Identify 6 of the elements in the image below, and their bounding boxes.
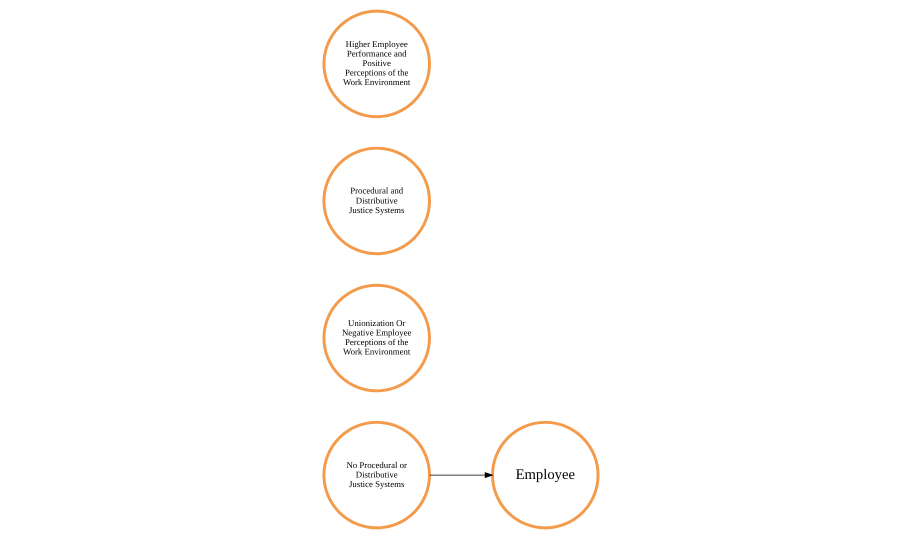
arrow bbox=[428, 472, 494, 478]
node-circle: Employee bbox=[490, 420, 600, 530]
node-circle: Procedural and Distributive Justice Systems bbox=[322, 146, 430, 256]
node-circle: Higher Employee Performance and Positive Perceptions of the Work Environment bbox=[322, 10, 430, 118]
node-circle: Unionization Or Negative Employee Perceptions of the Work Environment bbox=[322, 284, 430, 392]
node-circle: No Procedural or Distributive Justice Systems bbox=[322, 420, 430, 530]
